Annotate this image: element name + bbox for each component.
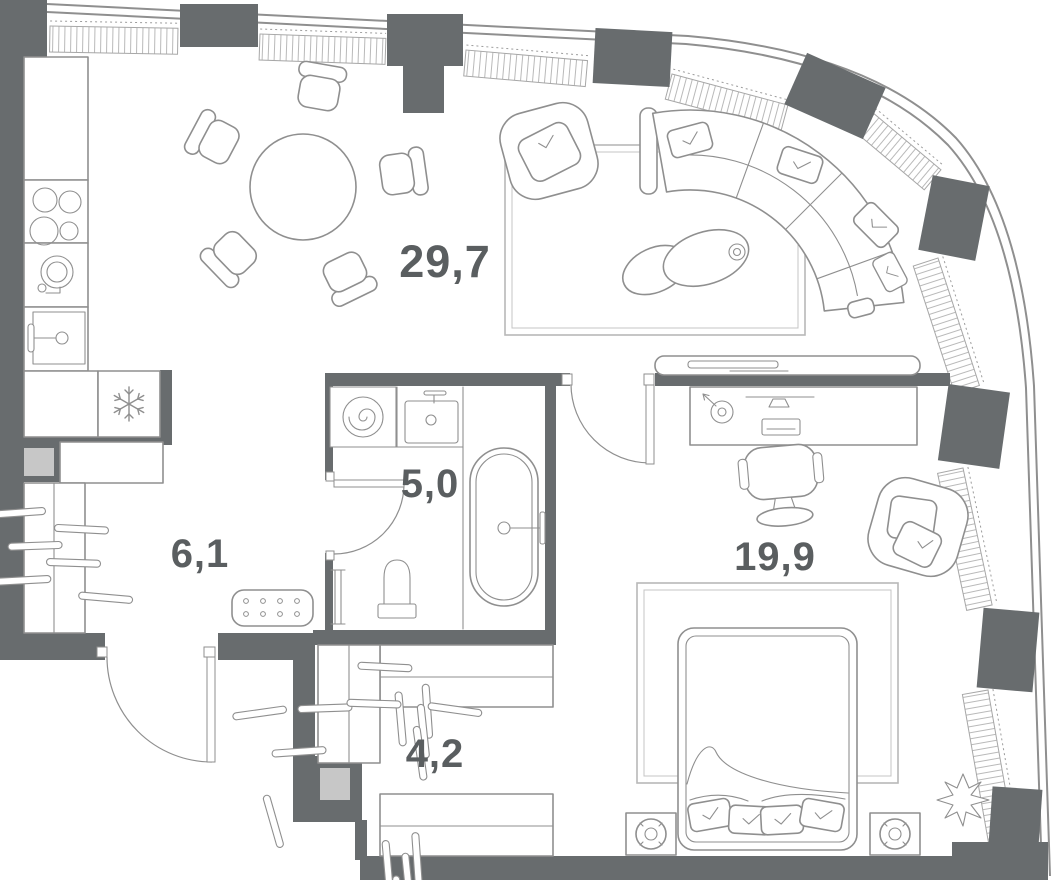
wardrobe-units <box>231 644 554 880</box>
entry-door <box>96 646 216 763</box>
towel-radiator-icon <box>330 569 346 625</box>
stove-burners-icon <box>29 187 82 246</box>
tv-console-icon <box>654 355 921 376</box>
bathroom-door <box>325 471 405 561</box>
sofa-icon <box>639 107 910 319</box>
wardrobe-bottom <box>379 793 554 880</box>
bathtub-icon <box>469 447 546 607</box>
desk-lamp-icon <box>702 393 734 424</box>
wardrobe-top <box>262 644 554 849</box>
room-label-bathroom: 5,0 <box>401 462 460 506</box>
oven-icon <box>37 255 74 294</box>
bed-icon <box>677 627 858 851</box>
nightstand <box>869 812 921 856</box>
shoe-mat-icon <box>231 589 314 627</box>
bathroom-fixtures <box>329 386 546 630</box>
dining-table-icon <box>249 133 357 241</box>
kitchen-counter <box>23 56 164 484</box>
hall-wardrobe <box>0 482 134 634</box>
nightstand <box>625 812 677 856</box>
bathroom-sink-icon <box>404 390 459 444</box>
plant-icon <box>936 773 990 827</box>
toilet-icon <box>377 559 417 619</box>
dining-set <box>181 59 430 310</box>
washing-machine-icon <box>329 386 397 448</box>
armchair-icon <box>499 101 599 201</box>
coffee-table-icon <box>622 228 750 296</box>
bedroom-door <box>561 373 655 465</box>
desk-icon <box>689 386 918 446</box>
room-label-bedroom: 19,9 <box>734 535 816 579</box>
shaft <box>24 448 54 476</box>
room-label-hallway: 6,1 <box>171 532 230 576</box>
facade-outline <box>46 3 1051 877</box>
keyboard-icon <box>761 418 801 436</box>
armchair-icon <box>867 476 969 578</box>
blanket-fold <box>686 746 849 794</box>
room-label-wardrobe: 4,2 <box>406 732 465 776</box>
room-label-living: 29,7 <box>399 236 491 287</box>
office-chair-icon <box>737 443 825 527</box>
wardrobe-left <box>231 644 483 764</box>
kitchen-sink-icon <box>27 311 86 365</box>
shaft <box>320 768 350 800</box>
